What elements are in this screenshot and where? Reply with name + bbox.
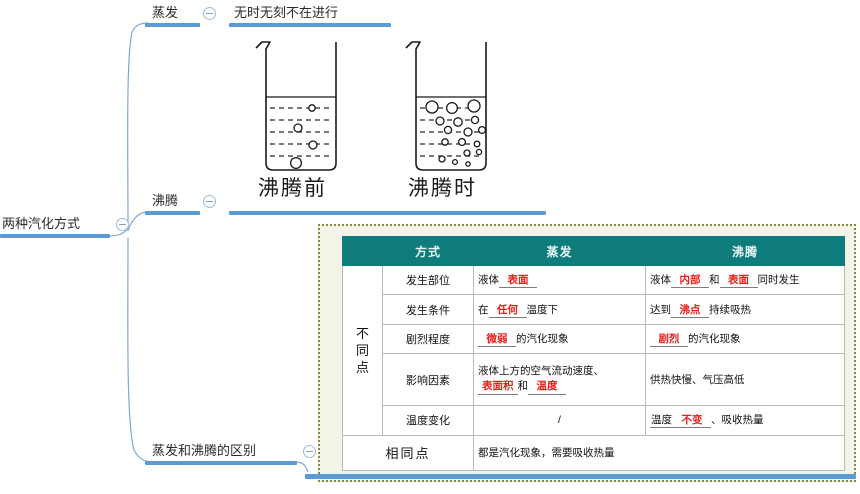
branch-underline-boiling-ext [229,211,546,215]
table-header-corner [342,236,383,266]
table-cell-boiling-condition: 达到沸点持续吸热 [645,294,845,325]
branch-child-label-always-happening[interactable]: 无时无刻不在进行 [234,5,339,20]
table-group-label-difference: 不同点 [342,265,383,436]
minus-circle-icon-root[interactable] [116,218,129,231]
table-rowhead-temp-change: 温度变化 [382,405,474,436]
table-cell-evaporation-intensity: 微弱的汽化现象 [473,323,646,355]
minus-circle-icon-evaporation[interactable] [203,7,216,20]
table-rowhead-location: 发生部位 [382,264,474,296]
table-row: 剧烈程度 微弱的汽化现象 剧烈的汽化现象 [343,323,845,355]
beaker-caption-while: 沸腾时 [408,176,477,200]
root-node-underline [0,234,110,238]
branch-label-evaporation[interactable]: 蒸发 [152,5,179,20]
table-header-method: 方式 [382,236,474,266]
table-cell-boiling-location: 液体内部和表面同时发生 [645,264,845,296]
root-node-label[interactable]: 两种汽化方式 [2,216,81,231]
table-cell-evaporation-temp-change: / [473,405,646,436]
table-header-row: 方式 蒸发 沸腾 [342,236,845,266]
table-row: 发生条件 在任何温度下 达到沸点持续吸热 [343,294,845,325]
minus-circle-icon-difference[interactable] [303,445,316,458]
table-cell-boiling-temp-change: 温度不变、吸收热量 [645,405,845,436]
table-cell-evaporation-condition: 在任何温度下 [473,294,646,325]
table-cell-boiling-factors: 供热快慢、气压高低 [645,353,845,407]
minus-circle-icon-boiling[interactable] [203,195,216,208]
table-header-boiling: 沸腾 [645,236,845,266]
table-rowhead-factors: 影响因素 [382,353,474,407]
branch-underline-evaporation [145,23,200,27]
branch-underline-always-happening [229,23,391,27]
table-cell-boiling-intensity: 剧烈的汽化现象 [645,323,845,355]
beaker-before-boiling [255,41,337,171]
comparison-table: 方式 蒸发 沸腾 不同点 发生部位 液体表面 液体内部和表面同时发生 [342,236,845,472]
table-header-evaporation: 蒸发 [473,236,646,266]
beaker-while-boiling [405,41,487,171]
table-cell-evaporation-location: 液体表面 [473,264,646,296]
table-cell-evaporation-factors: 液体上方的空气流动速度、 表面积和温度 [473,353,646,407]
beaker-illustration: 沸腾前 沸腾时 [236,38,556,200]
beaker-caption-before: 沸腾前 [258,176,327,200]
branch-label-difference[interactable]: 蒸发和沸腾的区别 [152,443,257,458]
table-row: 温度变化 / 温度不变、吸收热量 [343,405,845,436]
branch-label-boiling[interactable]: 沸腾 [152,193,179,208]
branch-underline-difference [145,461,297,465]
table-rowhead-condition: 发生条件 [382,294,474,325]
table-row-same: 相同点 都是汽化现象，需要吸收热量 [342,434,845,472]
comparison-table-card: 方式 蒸发 沸腾 不同点 发生部位 液体表面 液体内部和表面同时发生 [318,224,856,482]
table-branch-underline [305,474,856,479]
table-row: 不同点 发生部位 液体表面 液体内部和表面同时发生 [342,264,845,436]
table-row: 影响因素 液体上方的空气流动速度、 表面积和温度 供热快慢、气压高低 [343,353,845,407]
table-same-value: 都是汽化现象，需要吸收热量 [473,434,845,472]
table-same-label: 相同点 [342,434,474,472]
branch-underline-boiling [145,211,200,215]
table-rowhead-intensity: 剧烈程度 [382,323,474,355]
